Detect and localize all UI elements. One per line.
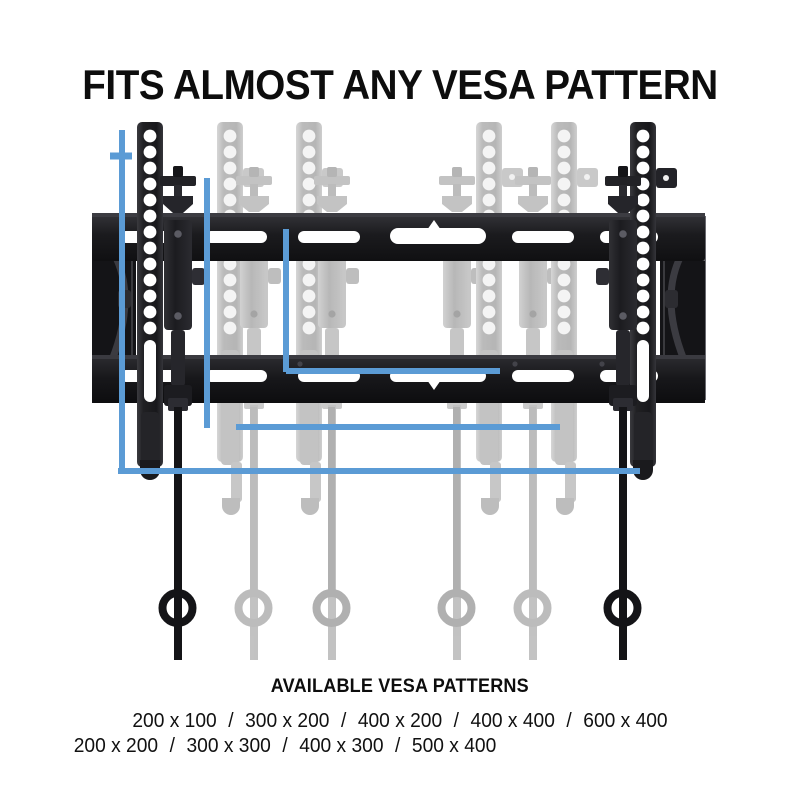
vesa-pattern-footer: AVAILABLE VESA PATTERNS 200 x 100 / 300 x … bbox=[0, 676, 800, 759]
pull-ring-2 bbox=[234, 407, 273, 627]
vesa-pattern-item: 400 x 400 bbox=[470, 710, 555, 732]
vesa-pattern-item: 300 x 200 bbox=[245, 710, 330, 732]
vesa-pattern-list: 200 x 100 / 300 x 200 / 400 x 200 / 400 x 400 /… bbox=[0, 709, 800, 759]
black-rail-assemblies bbox=[137, 122, 677, 660]
page-title: FITS ALMOST ANY VESA PATTERN bbox=[82, 61, 718, 109]
vesa-pattern-separator: / bbox=[395, 735, 401, 757]
vesa-pattern-separator: / bbox=[169, 735, 175, 757]
vesa-pattern-separator: / bbox=[340, 710, 347, 732]
vesa-pattern-item: 400 x 200 bbox=[357, 710, 443, 732]
rail-right-black bbox=[630, 122, 677, 480]
wall-plate bbox=[92, 213, 706, 403]
pull-cords-and-rings bbox=[158, 407, 642, 627]
vesa-pattern-item: 500 x 400 bbox=[411, 735, 497, 757]
vesa-pattern-item: 600 x 400 bbox=[583, 710, 668, 732]
vesa-pattern-separator: / bbox=[228, 710, 234, 732]
mount-diagram bbox=[92, 122, 706, 660]
pull-ring-3 bbox=[312, 407, 351, 627]
vesa-pattern-item: 400 x 300 bbox=[299, 735, 384, 757]
vesa-pattern-row-1: 200 x 100 / 300 x 200 / 400 x 200 / 400 x 400 /… bbox=[16, 709, 784, 734]
wall-plate-web-right bbox=[689, 261, 705, 355]
product-illustration bbox=[0, 100, 800, 660]
vesa-pattern-row-2: 200 x 200 / 300 x 300 / 400 x 300 / 500 x 400 bbox=[0, 734, 669, 759]
vesa-pattern-item: 300 x 300 bbox=[186, 735, 271, 757]
vesa-pattern-item: 200 x 100 bbox=[132, 710, 217, 732]
vesa-pattern-separator: / bbox=[566, 710, 572, 732]
rail-left-black bbox=[137, 122, 163, 480]
pull-ring-5 bbox=[513, 407, 552, 627]
footer-title: AVAILABLE VESA PATTERNS bbox=[270, 676, 530, 697]
wall-plate-lower-bar bbox=[92, 355, 705, 403]
vesa-pattern-item: 200 x 200 bbox=[73, 735, 159, 757]
pull-ring-6 bbox=[603, 407, 642, 627]
vesa-measurement-guides bbox=[110, 130, 640, 474]
vesa-pattern-separator: / bbox=[453, 710, 460, 732]
wall-plate-upper-bar bbox=[92, 213, 705, 261]
vesa-pattern-separator: / bbox=[282, 735, 288, 757]
pull-ring-1 bbox=[158, 407, 197, 627]
rail-ghost-4 bbox=[551, 122, 598, 515]
wall-plate-web-left bbox=[92, 261, 108, 355]
pull-ring-4 bbox=[437, 407, 476, 627]
